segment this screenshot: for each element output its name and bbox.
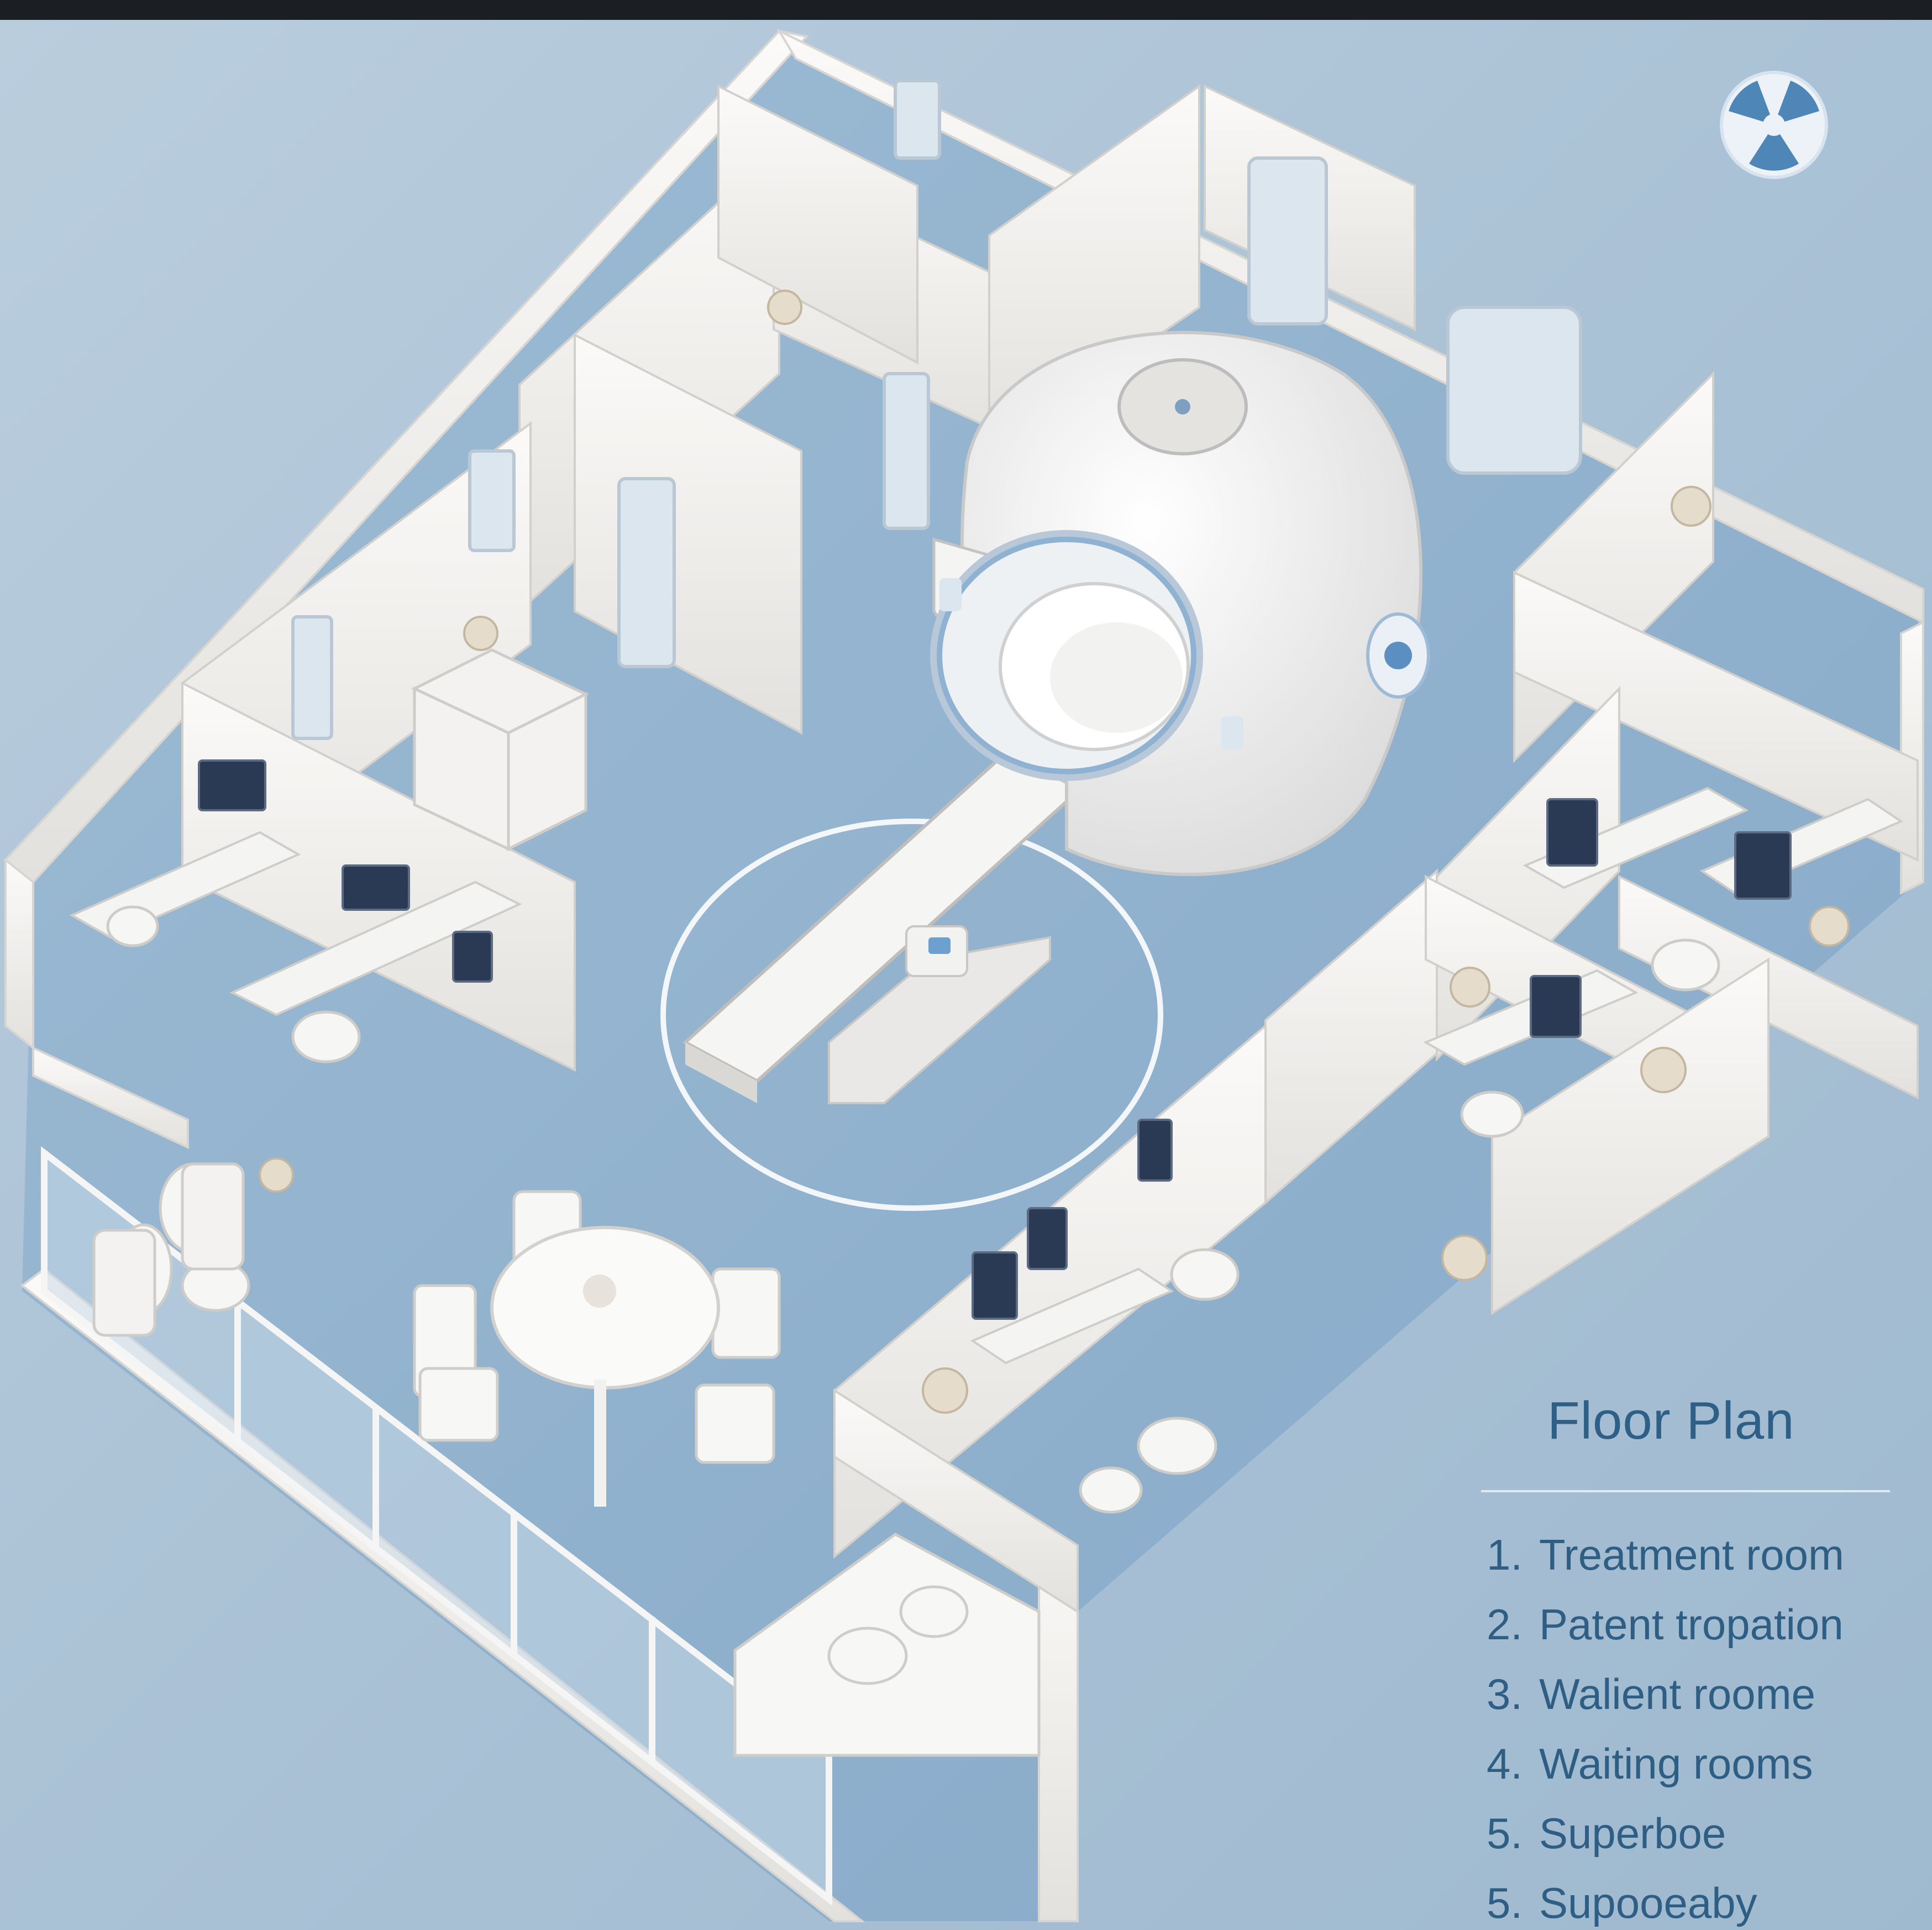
scanner-machine xyxy=(930,331,1430,877)
legend-item: 1. Treatment room xyxy=(1487,1520,1901,1590)
legend-item-label: Patent tropation xyxy=(1539,1600,1844,1649)
legend-item: 3. Walient roome xyxy=(1487,1659,1901,1729)
legend-item-number: 5. xyxy=(1487,1809,1523,1858)
legend-item: 5. Supooeaby xyxy=(1487,1868,1901,1930)
legend-item-number: 3. xyxy=(1487,1670,1523,1718)
legend-item-label: Supooeaby xyxy=(1539,1879,1757,1927)
legend-divider xyxy=(1481,1490,1890,1492)
legend-item: 2. Patent tropation xyxy=(1487,1590,1901,1659)
legend-item: 4. Waiting rooms xyxy=(1487,1729,1901,1798)
legend-item-number: 5. xyxy=(1487,1879,1523,1927)
floor-plan-illustration: Floor Plan 1. Treatment room 2. Patent tro… xyxy=(0,20,1932,1930)
legend-item-number: 2. xyxy=(1487,1600,1523,1649)
table-set xyxy=(413,1190,781,1507)
lounge-seats xyxy=(92,1162,245,1337)
treatment-area xyxy=(660,731,1163,1211)
legend-item: 5. Superboe xyxy=(1487,1798,1901,1868)
floor-plan-legend: Floor Plan 1. Treatment room 2. Patent tro… xyxy=(1481,1391,1901,1930)
legend-item-label: Superboe xyxy=(1539,1809,1726,1858)
decor-plants xyxy=(259,290,1850,1414)
legend-item-number: 1. xyxy=(1487,1530,1523,1579)
cabinet xyxy=(411,648,589,852)
legend-title: Floor Plan xyxy=(1547,1391,1795,1450)
radiation-icon xyxy=(1720,71,1828,179)
legend-item-label: Walient roome xyxy=(1539,1670,1815,1718)
legend-item-number: 4. xyxy=(1487,1739,1523,1788)
legend-item-label: Treatment room xyxy=(1539,1530,1844,1579)
workstations xyxy=(69,759,1904,1365)
wall-panels xyxy=(291,79,1582,740)
legend-list: 1. Treatment room 2. Patent tropation 3. Wa… xyxy=(1481,1520,1901,1930)
isometric-floor-plan xyxy=(4,28,1924,1922)
restroom-fixtures xyxy=(733,1533,1041,1757)
legend-item-label: Waiting rooms xyxy=(1539,1739,1813,1788)
